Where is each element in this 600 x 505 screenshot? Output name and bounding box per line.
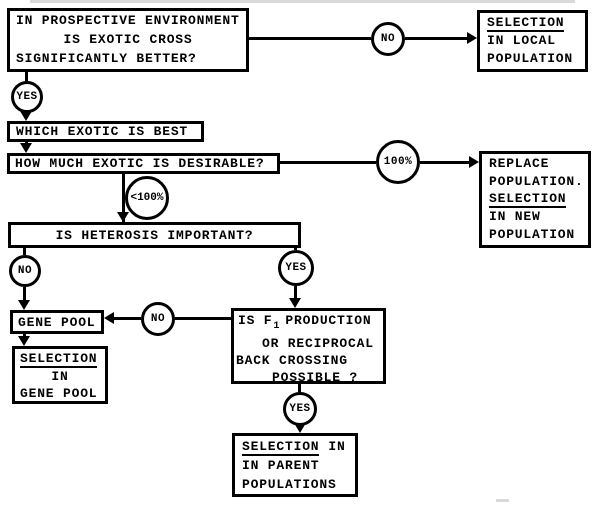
connector-label-yes: YES bbox=[283, 392, 317, 426]
process-box-gene-pool: GENE POOL bbox=[10, 310, 104, 334]
terminal-box-replace-population: REPLACE POPULATION. SELECTION IN NEW POP… bbox=[479, 151, 591, 248]
process-label: WHICH EXOTIC IS BEST bbox=[16, 124, 189, 139]
connector-line bbox=[122, 174, 125, 222]
underlined-text: SELECTION bbox=[487, 15, 565, 32]
question-line: IN PROSPECTIVE ENVIRONMENT bbox=[16, 13, 240, 28]
terminal-line: SELECTION IN bbox=[235, 437, 355, 456]
arrowhead-right-icon bbox=[469, 156, 479, 168]
question-line: OR RECIPROCAL bbox=[262, 336, 374, 351]
connector-label-no: NO bbox=[9, 255, 41, 287]
scan-smudge-bottom bbox=[496, 499, 509, 502]
question-line: IS F1 PRODUCTION bbox=[234, 312, 383, 335]
connector-line bbox=[420, 161, 470, 164]
question-label: HOW MUCH EXOTIC IS DESIRABLE? bbox=[15, 156, 265, 171]
connector-line bbox=[405, 37, 468, 40]
terminal-line: POPULATIONS bbox=[242, 477, 337, 492]
terminal-line: IN bbox=[51, 369, 69, 384]
arrowhead-down-icon bbox=[20, 111, 32, 121]
connector-line bbox=[294, 286, 297, 299]
arrowhead-down-icon bbox=[117, 212, 129, 222]
connector-label-lt100pct: <100% bbox=[125, 176, 169, 220]
arrowhead-down-icon bbox=[18, 336, 30, 346]
terminal-line: REPLACE bbox=[489, 156, 550, 171]
terminal-line: SELECTION bbox=[480, 14, 585, 32]
terminal-line: IN PARENT bbox=[242, 458, 320, 473]
arrowhead-down-icon bbox=[20, 143, 32, 153]
terminal-line: SELECTION bbox=[15, 350, 105, 368]
connector-line bbox=[175, 317, 231, 320]
terminal-box-selection-local-population: SELECTION IN LOCAL POPULATION bbox=[477, 10, 588, 72]
underlined-text: SELECTION bbox=[242, 439, 320, 456]
question-box-how-much-exotic: HOW MUCH EXOTIC IS DESIRABLE? bbox=[7, 153, 280, 174]
connector-line bbox=[298, 384, 301, 392]
connector-label-yes: YES bbox=[11, 81, 43, 113]
terminal-line: POPULATION bbox=[489, 226, 576, 242]
connector-label-no: NO bbox=[371, 22, 405, 56]
connector-label-yes: YES bbox=[278, 250, 314, 286]
arrowhead-down-icon bbox=[18, 300, 30, 310]
terminal-line: POPULATION. bbox=[489, 173, 584, 189]
connector-line bbox=[23, 287, 26, 301]
connector-line bbox=[113, 317, 141, 320]
terminal-line: IN NEW bbox=[489, 209, 541, 224]
question-box-prospective-environment: IN PROSPECTIVE ENVIRONMENT IS EXOTIC CRO… bbox=[7, 8, 249, 72]
arrowhead-down-icon bbox=[289, 298, 301, 308]
connector-line bbox=[23, 248, 26, 255]
arrowhead-down-icon bbox=[294, 423, 306, 433]
connector-label-no: NO bbox=[141, 302, 175, 336]
question-box-f1-production: IS F1 PRODUCTION OR RECIPROCAL BACK CROSS… bbox=[231, 308, 386, 385]
connector-line bbox=[294, 248, 297, 250]
question-line: SIGNIFICANTLY BETTER? bbox=[16, 51, 197, 66]
f1-text: PRODUCTION bbox=[285, 313, 372, 328]
underlined-text: SELECTION bbox=[489, 191, 567, 208]
question-line: IS EXOTIC CROSS bbox=[63, 32, 193, 47]
question-line: BACK CROSSING bbox=[236, 353, 348, 368]
terminal-box-selection-parent-populations: SELECTION IN IN PARENT POPULATIONS bbox=[232, 433, 358, 497]
question-label: IS HETEROSIS IMPORTANT? bbox=[55, 227, 254, 243]
connector-line bbox=[248, 37, 371, 40]
question-box-heterosis: IS HETEROSIS IMPORTANT? bbox=[8, 222, 301, 248]
terminal-line: SELECTION bbox=[482, 190, 588, 208]
question-line: POSSIBLE ? bbox=[272, 370, 359, 385]
process-label: GENE POOL bbox=[18, 314, 96, 330]
f1-subscript: 1 bbox=[273, 321, 280, 332]
terminal-line: GENE POOL bbox=[20, 386, 98, 401]
scan-smudge-top bbox=[30, 0, 575, 3]
arrowhead-left-icon bbox=[104, 312, 114, 324]
terminal-box-selection-gene-pool: SELECTION IN GENE POOL bbox=[12, 346, 108, 404]
connector-line bbox=[280, 161, 376, 164]
process-box-which-exotic: WHICH EXOTIC IS BEST bbox=[7, 121, 204, 142]
terminal-line: IN LOCAL bbox=[487, 33, 556, 48]
f1-text: IS F bbox=[238, 313, 273, 328]
terminal-text: IN bbox=[328, 439, 346, 454]
connector-label-100pct: 100% bbox=[376, 140, 420, 184]
connector-line bbox=[25, 71, 28, 81]
underlined-text: SELECTION bbox=[20, 351, 98, 368]
arrowhead-right-icon bbox=[467, 32, 477, 44]
terminal-line: POPULATION bbox=[487, 51, 574, 66]
